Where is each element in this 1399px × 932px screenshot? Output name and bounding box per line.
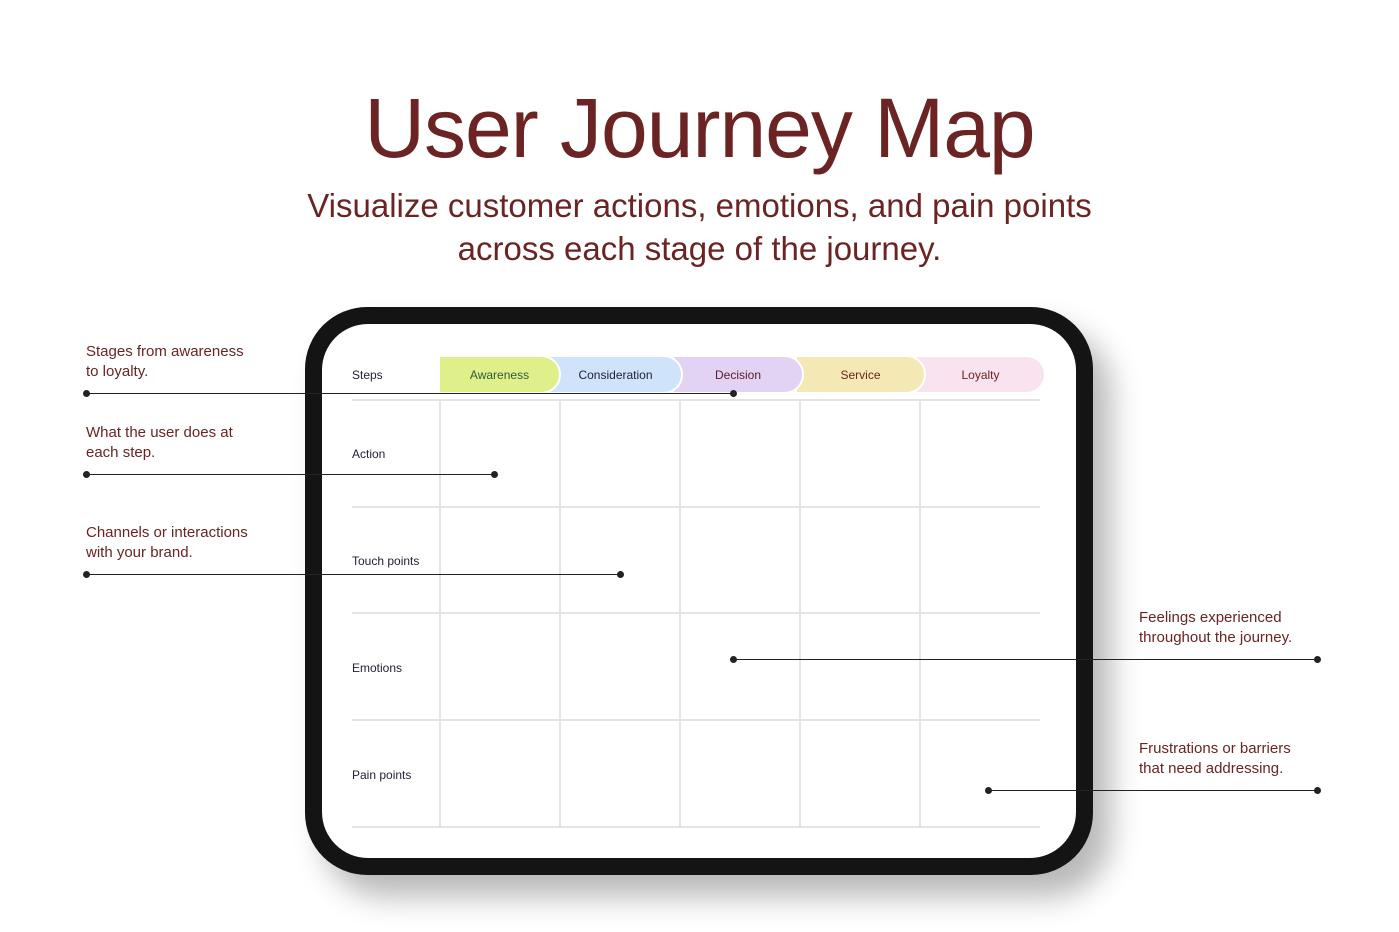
tablet-screen bbox=[322, 324, 1076, 858]
connector-dot bbox=[730, 656, 737, 663]
row-label-action: Action bbox=[352, 447, 386, 461]
connector-dot bbox=[491, 471, 498, 478]
page-subtitle: Visualize customer actions, emotions, an… bbox=[0, 184, 1399, 270]
stage-tab-decision[interactable]: Decision bbox=[672, 355, 804, 394]
connector-line bbox=[86, 474, 494, 475]
connector-dot bbox=[83, 471, 90, 478]
grid-column-line bbox=[919, 400, 921, 827]
grid-line bbox=[352, 399, 1040, 401]
stage-tab-consideration[interactable]: Consideration bbox=[548, 355, 683, 394]
stage-tab-service[interactable]: Service bbox=[795, 355, 926, 394]
subtitle-line: across each stage of the journey. bbox=[457, 230, 942, 267]
connector-dot bbox=[730, 390, 737, 397]
connector-line bbox=[86, 393, 733, 394]
callout-emotions: Feelings experienced throughout the jour… bbox=[1139, 609, 1293, 646]
callout-touch-points: Channels or interactions with your brand… bbox=[86, 524, 248, 561]
grid-column-line bbox=[799, 400, 801, 827]
grid-line bbox=[352, 826, 1040, 828]
row-label-touch-points: Touch points bbox=[352, 554, 420, 568]
grid-column-line bbox=[559, 400, 561, 827]
connector-dot bbox=[1314, 656, 1321, 663]
connector-line bbox=[988, 790, 1317, 791]
page-title: User Journey Map bbox=[364, 81, 1035, 175]
stage-tab-awareness[interactable]: Awareness bbox=[440, 355, 561, 394]
row-label-emotions: Emotions bbox=[352, 661, 403, 675]
grid-column-line bbox=[679, 400, 681, 827]
connector-dot bbox=[617, 571, 624, 578]
grid-line bbox=[352, 612, 1040, 614]
tablet-frame bbox=[305, 307, 1093, 875]
row-label-pain-points: Pain points bbox=[352, 768, 412, 782]
connector-line bbox=[86, 574, 620, 575]
callout-pain-points: Frustrations or barriers that need addre… bbox=[1139, 740, 1291, 777]
grid-column-line bbox=[439, 400, 441, 827]
connector-dot bbox=[83, 571, 90, 578]
subtitle-line: Visualize customer actions, emotions, an… bbox=[307, 187, 1092, 224]
connector-dot bbox=[1314, 787, 1321, 794]
grid-line bbox=[352, 506, 1040, 508]
callout-stages: Stages from awareness to loyalty. bbox=[86, 343, 244, 380]
connector-line bbox=[733, 659, 1317, 660]
grid-line bbox=[352, 719, 1040, 721]
steps-label: Steps bbox=[352, 368, 383, 382]
connector-dot bbox=[985, 787, 992, 794]
stage-tab-loyalty[interactable]: Loyalty bbox=[915, 355, 1046, 394]
callout-action: What the user does at each step. bbox=[86, 424, 233, 461]
